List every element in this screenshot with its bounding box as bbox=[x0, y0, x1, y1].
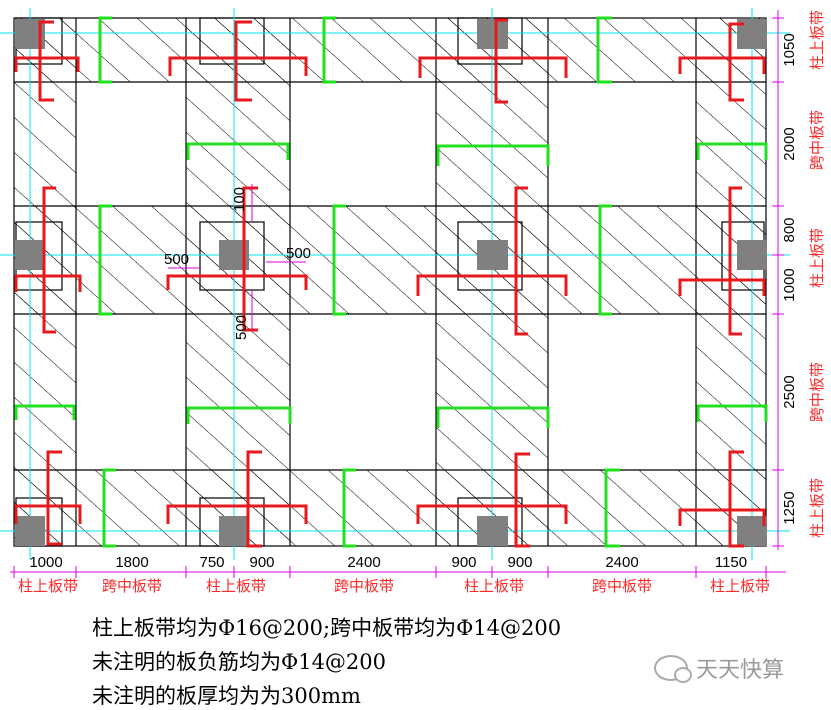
right-dim-6: 1250 bbox=[781, 491, 798, 524]
dim-top: 100 bbox=[231, 187, 248, 212]
right-strip-2: 跨中板带 bbox=[808, 110, 826, 170]
note-rebar-strips: 柱上板带均为Φ16@200;跨中板带均为Φ14@200 bbox=[92, 616, 562, 640]
right-dim-1: 1050 bbox=[781, 33, 798, 66]
dim-right: 500 bbox=[286, 245, 311, 262]
right-dim-3: 800 bbox=[781, 217, 798, 242]
watermark-text: 天天快算 bbox=[696, 658, 785, 683]
bottom-strip-labels: 柱上板带 跨中板带 柱上板带 跨中板带 柱上板带 跨中板带 柱上板带 bbox=[18, 577, 770, 595]
bottom-strip-5: 柱上板带 bbox=[464, 577, 524, 595]
chat-bubble-icon bbox=[654, 655, 692, 683]
column-strip-hatch bbox=[14, 18, 766, 546]
strip-lines bbox=[13, 17, 767, 547]
right-dims: 1050 2000 800 1000 2500 1250 bbox=[781, 33, 798, 524]
bottom-dim-4: 900 bbox=[249, 554, 274, 571]
dim-bottom: 500 bbox=[233, 315, 250, 340]
note-slab-thickness: 未注明的板厚均为为300mm bbox=[92, 684, 361, 708]
bottom-strip-2: 跨中板带 bbox=[102, 577, 162, 595]
detail-dims: 500 500 100 500 bbox=[164, 187, 311, 340]
red-rebar bbox=[14, 18, 766, 548]
right-dim-4: 1000 bbox=[781, 268, 798, 301]
green-rebar bbox=[14, 16, 768, 548]
dim-left: 500 bbox=[164, 251, 189, 268]
bottom-strip-1: 柱上板带 bbox=[18, 577, 78, 595]
right-strip-labels: 柱上板带 跨中板带 柱上板带 跨中板带 柱上板带 bbox=[808, 10, 826, 538]
bottom-strip-7: 柱上板带 bbox=[710, 577, 770, 595]
bottom-dim-8: 2400 bbox=[605, 554, 638, 571]
right-strip-5: 柱上板带 bbox=[808, 478, 826, 538]
floor-plan: 500 500 100 500 1050 2000 800 1000 2500 … bbox=[0, 8, 826, 595]
bottom-strip-4: 跨中板带 bbox=[334, 577, 394, 595]
right-strip-3: 柱上板带 bbox=[808, 228, 826, 288]
bottom-strip-3: 柱上板带 bbox=[206, 577, 266, 595]
bottom-dim-7: 900 bbox=[507, 554, 532, 571]
right-dim-5: 2500 bbox=[781, 375, 798, 408]
bottom-dim-6: 900 bbox=[451, 554, 476, 571]
right-strip-4: 跨中板带 bbox=[808, 362, 826, 422]
right-dim-chain bbox=[772, 10, 784, 550]
right-strip-1: 柱上板带 bbox=[808, 10, 826, 70]
watermark: 天天快算 bbox=[654, 652, 784, 684]
note-negative-rebar: 未注明的板负筋均为Φ14@200 bbox=[92, 650, 387, 674]
right-dim-2: 2000 bbox=[781, 127, 798, 160]
bottom-dim-5: 2400 bbox=[347, 554, 380, 571]
bottom-dims: 1000 1800 750 900 2400 900 900 2400 1150 bbox=[29, 554, 747, 571]
bottom-dim-chain bbox=[10, 566, 786, 578]
axis-lines bbox=[0, 8, 790, 560]
bottom-dim-3: 750 bbox=[199, 554, 224, 571]
bottom-dim-2: 1800 bbox=[115, 554, 148, 571]
bottom-dim-1: 1000 bbox=[29, 554, 62, 571]
detail-dim-lines bbox=[168, 184, 306, 330]
bottom-strip-6: 跨中板带 bbox=[592, 577, 652, 595]
bottom-dim-9: 1150 bbox=[715, 554, 747, 571]
